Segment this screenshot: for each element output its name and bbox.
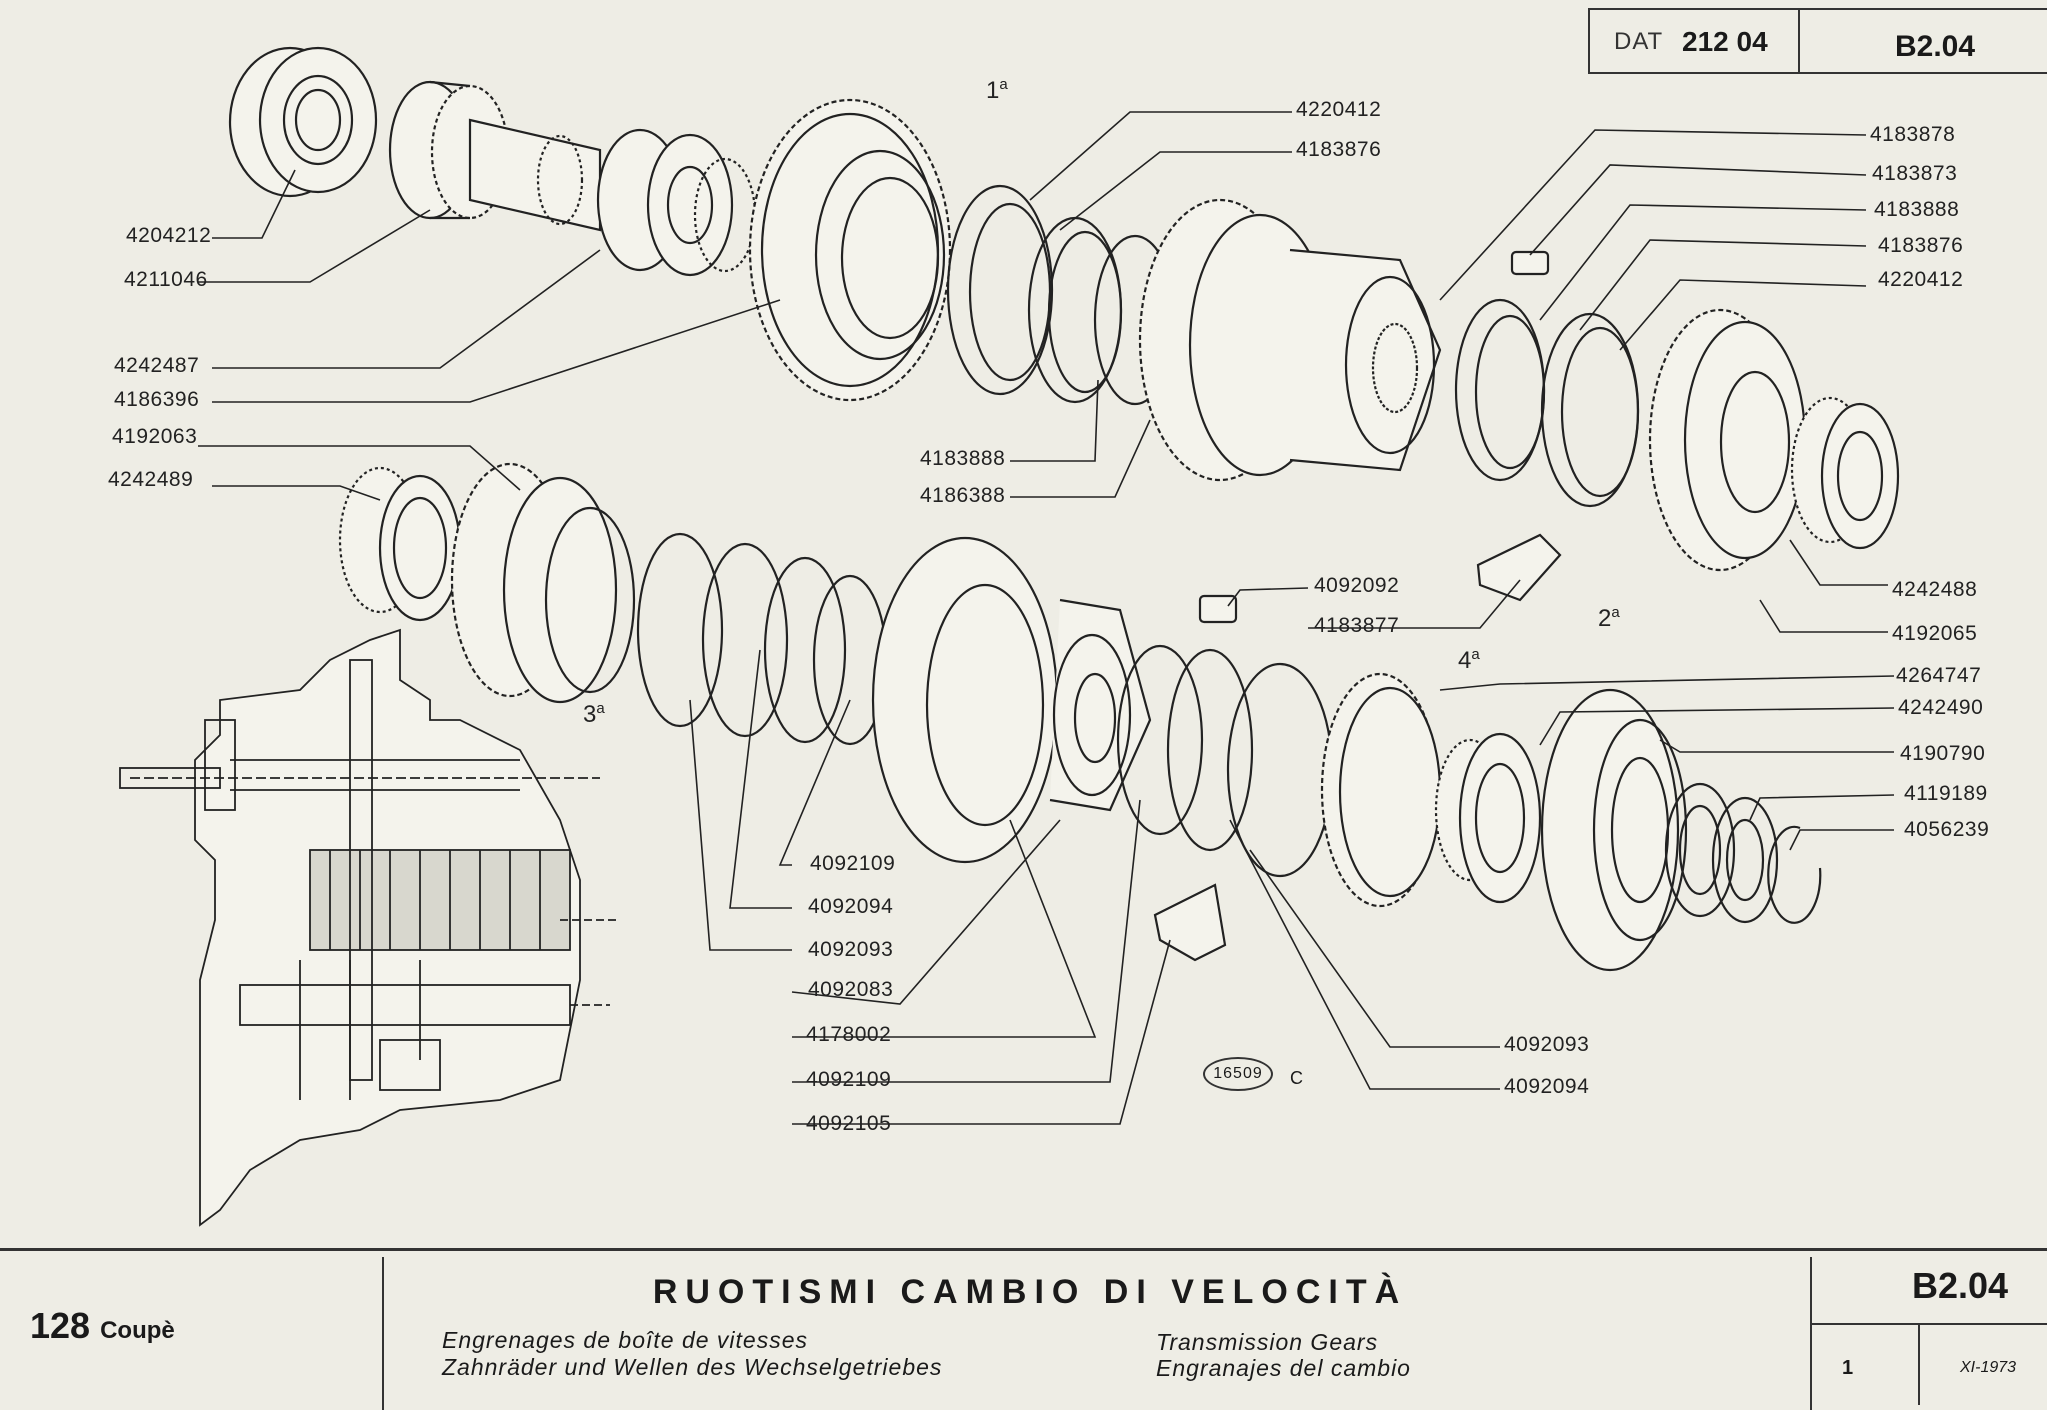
dat-label: DAT: [1614, 28, 1664, 55]
gear-ref-3: 3a: [583, 700, 605, 728]
part-number: 4192063: [112, 425, 198, 448]
gear-ref-2: 2a: [1598, 604, 1620, 632]
part-number: 4092092: [1314, 574, 1400, 597]
part-number: 4183873: [1872, 162, 1958, 185]
subtitle-fr: Engrenages de boîte de vitesses: [442, 1327, 809, 1353]
part-number: 4092105: [806, 1112, 892, 1135]
part-number: 4183888: [1874, 198, 1960, 221]
part-number: 4092093: [1504, 1033, 1590, 1056]
part-number: 4242488: [1892, 578, 1978, 601]
part-number: 4186388: [920, 484, 1006, 507]
part-number: 4183888: [920, 447, 1006, 470]
gear-ref-1: 1a: [986, 76, 1008, 104]
subtitle-de: Zahnräder und Wellen des Wechselgetriebe…: [442, 1354, 943, 1380]
part-number: 4204212: [126, 224, 212, 247]
gear-ref-4: 4a: [1458, 646, 1480, 674]
footer-divider: [1810, 1257, 1812, 1410]
header-divider: [1798, 10, 1800, 74]
subtitle-en: Transmission Gears: [1156, 1329, 1379, 1355]
footer-divider: [1918, 1325, 1920, 1405]
footer-divider: [1812, 1323, 2047, 1325]
part-number: 4092083: [808, 978, 894, 1001]
header-page-ref: B2.04: [1895, 30, 1976, 63]
part-number: 4092109: [810, 852, 896, 875]
part-number: 4242490: [1898, 696, 1984, 719]
subtitle-es: Engranajes del cambio: [1156, 1355, 1411, 1381]
model-number: 128: [30, 1305, 91, 1346]
part-number: 4264747: [1896, 664, 1982, 687]
title-block-footer: 128 Coupè RUOTISMI CAMBIO DI VELOCITÀ En…: [0, 1248, 2047, 1410]
vehicle-model: 128 Coupè: [30, 1305, 175, 1347]
section-title: RUOTISMI CAMBIO DI VELOCITÀ: [652, 1273, 1408, 1311]
part-number: 4119189: [1904, 782, 1988, 805]
part-number: 4192065: [1892, 622, 1978, 645]
figure-number-badge: 16509: [1203, 1057, 1273, 1091]
issue-date: XI-1973: [1960, 1359, 2017, 1376]
part-number: 4092094: [1504, 1075, 1590, 1098]
part-number: 4242487: [114, 354, 200, 377]
part-number: 4092094: [808, 895, 894, 918]
part-number: 4220412: [1878, 268, 1964, 291]
header-reference-box: DAT 212 04 B2.04: [1588, 8, 2047, 74]
footer-divider: [382, 1257, 384, 1410]
part-number: 4242489: [108, 468, 194, 491]
figure-letter: C: [1290, 1068, 1303, 1088]
part-number: 4056239: [1904, 818, 1990, 841]
part-number: 4183878: [1870, 123, 1956, 146]
part-number: 4186396: [114, 388, 200, 411]
model-suffix: Coupè: [100, 1317, 175, 1344]
part-number: 4092093: [808, 938, 894, 961]
part-number: 4178002: [806, 1023, 892, 1046]
part-number: 4220412: [1296, 98, 1382, 121]
part-number: 4211046: [124, 268, 208, 291]
part-number: 4183877: [1314, 614, 1400, 637]
sheet-number: 1: [1842, 1357, 1854, 1379]
part-number: 4092109: [806, 1068, 892, 1091]
footer-page-ref: B2.04: [1912, 1265, 2009, 1306]
part-number: 4183876: [1296, 138, 1382, 161]
part-number: 4183876: [1878, 234, 1964, 257]
part-number: 4190790: [1900, 742, 1986, 765]
dat-code: 212 04: [1682, 26, 1768, 57]
